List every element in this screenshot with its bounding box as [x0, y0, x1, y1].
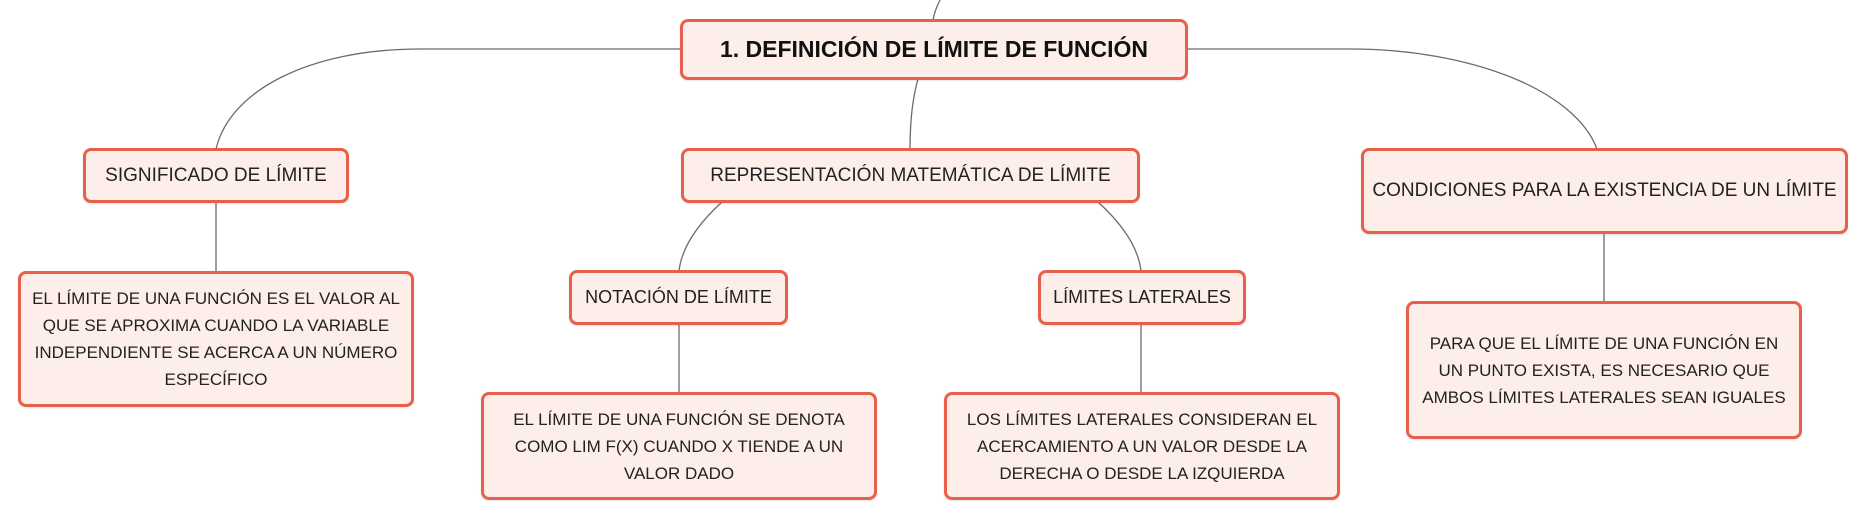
topic-condiciones-node[interactable]: CONDICIONES PARA LA EXISTENCIA DE UN LÍM… — [1361, 148, 1848, 234]
condiciones-detail-text: PARA QUE EL LÍMITE DE UNA FUNCIÓN EN UN … — [1422, 333, 1786, 407]
laterales-detail-node[interactable]: LOS LÍMITES LATERALES CONSIDERAN EL ACER… — [944, 392, 1340, 500]
significado-detail-text: EL LÍMITE DE UNA FUNCIÓN ES EL VALOR AL … — [32, 289, 400, 389]
root-topic-label: 1. DEFINICIÓN DE LÍMITE DE FUNCIÓN — [719, 36, 1149, 62]
notacion-detail-node[interactable]: EL LÍMITE DE UNA FUNCIÓN SE DENOTA COMO … — [481, 392, 877, 500]
connector-representacion-notacion — [678, 201, 723, 272]
significado-detail-node[interactable]: EL LÍMITE DE UNA FUNCIÓN ES EL VALOR AL … — [18, 271, 414, 407]
laterales-detail-text: LOS LÍMITES LATERALES CONSIDERAN EL ACER… — [966, 409, 1318, 483]
topic-significado-node[interactable]: SIGNIFICADO DE LÍMITE — [83, 148, 349, 203]
connector-root-representacion — [909, 78, 919, 150]
condiciones-detail-node[interactable]: PARA QUE EL LÍMITE DE UNA FUNCIÓN EN UN … — [1406, 301, 1802, 439]
topic-condiciones-label: CONDICIONES PARA LA EXISTENCIA DE UN LÍM… — [1372, 180, 1837, 201]
topic-significado-label: SIGNIFICADO DE LÍMITE — [105, 164, 327, 186]
connector-root-condiciones — [1186, 48, 1598, 150]
connector-representacion-laterales — [1097, 201, 1142, 272]
connector-root-significado — [215, 48, 683, 150]
root-topic-node[interactable]: 1. DEFINICIÓN DE LÍMITE DE FUNCIÓN — [680, 19, 1188, 80]
topic-representacion-label: REPRESENTACIÓN MATEMÁTICA DE LÍMITE — [710, 164, 1111, 186]
notacion-detail-text: EL LÍMITE DE UNA FUNCIÓN SE DENOTA COMO … — [513, 409, 845, 483]
subtopic-notacion-label: NOTACIÓN DE LÍMITE — [585, 287, 772, 307]
connector-to-parent — [932, 0, 941, 21]
subtopic-notacion-node[interactable]: NOTACIÓN DE LÍMITE — [569, 270, 788, 325]
subtopic-laterales-node[interactable]: LÍMITES LATERALES — [1038, 270, 1246, 325]
topic-representacion-node[interactable]: REPRESENTACIÓN MATEMÁTICA DE LÍMITE — [681, 148, 1140, 203]
subtopic-laterales-label: LÍMITES LATERALES — [1053, 287, 1231, 307]
